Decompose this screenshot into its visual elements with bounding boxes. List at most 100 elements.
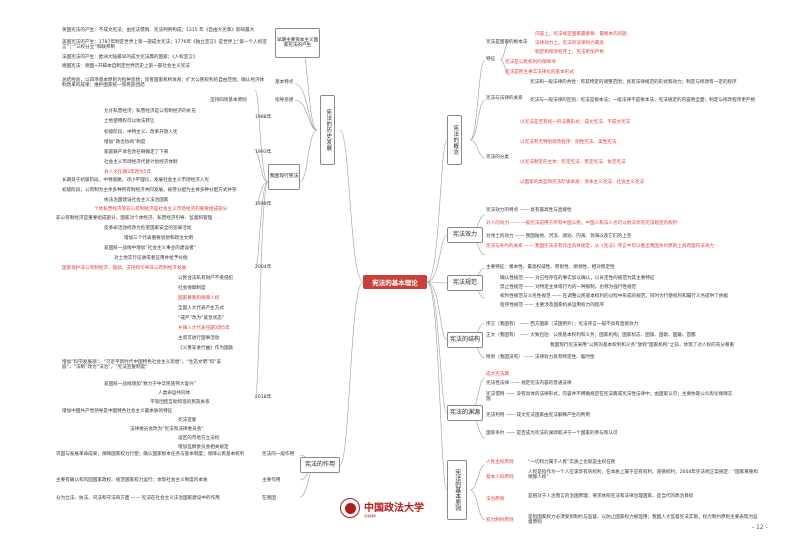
page-number: - 12 -: [752, 524, 768, 531]
branch-sources: 宪法的渊源: [447, 405, 483, 421]
role-text: 主要有确认和巩固国家政权、规范国家权力运行；体现社会主义制度的本质: [56, 478, 208, 483]
year-2018: 2018年: [255, 395, 272, 400]
center-topic: 宪法的基本理论: [363, 275, 427, 289]
classification-item: 以宪法是否有统一的法典形式：成文宪法、不成文宪法: [520, 120, 631, 125]
principle-label: 法治原则: [486, 497, 505, 502]
law-relation-item: 宪法和一般法律的共性：有其特定的调整范围；具有法律规范的形式和效力；制定与修改有…: [530, 80, 737, 85]
role-text: 分为立法、执法、司法和守法四方面 —— 宪法在社会主义法治国家建设中的作用: [56, 496, 220, 501]
amendment-2004-item: 全国人大代表产生方式: [178, 306, 224, 311]
history-item: 英国宪法的产生：不成文宪法；由宪法惯例、宪法判例构成；1215 年《自由大宪章》…: [62, 28, 255, 33]
feature-item: 宪法是民主事实法律化的基本形式: [505, 70, 574, 75]
features-label: 基本特点: [275, 80, 294, 85]
university-logo: 中国政法大学 法考辅导: [340, 498, 424, 518]
law-relation-label: 宪法与法律的关系: [486, 96, 523, 101]
principle-text: “一切权力属于人民”实质上也就是主权在民: [528, 460, 616, 465]
principle-label: 人民主权原则: [486, 460, 514, 465]
amendment-2018-item: 增加中国共产党领导是中国特色社会主义最本质的特征: [62, 409, 173, 414]
principle-label: 基本人权原则: [486, 475, 514, 480]
amendment-2018-item: 平等团结互助和谐的民族关系: [150, 400, 210, 405]
effect-item: 对领土的效力 —— 我国陆地、河流、湖泊、内海、领海以及它们的上空: [486, 234, 632, 239]
amendment-1999-item: 反革命活动修改为危害国家安全的犯罪活动: [104, 226, 192, 231]
amendment-1999-item: 个体私营经济等非公有制经济是社会主义市场经济的重要组成部分: [94, 207, 228, 212]
amendment-2004-item: 主席可进行国事活动: [178, 336, 220, 341]
history-item: 法国宪法的产生：欧洲大陆最早的成文宪法典的国家；《人权宣言》: [62, 55, 198, 60]
amendment-1993-item: 增加“政治协商”制度: [104, 140, 146, 145]
principle-text: 是指国家权力必须受到制约与监督，以防止国家权力被滥用；我国人大监督宪法实施，权力…: [528, 515, 758, 526]
amendment-1999-item: 依法治国建设社会主义法治国家: [104, 198, 169, 203]
features-text: 总结经验，以四项基本原则为指导思想；贸善国家机构体系；扩大公民权利的自由范围；确…: [62, 78, 265, 89]
amendment-2018-item: 宪法宣誓: [178, 418, 197, 423]
year-1999: 1999年: [255, 202, 272, 207]
sources-item: 宪法判例 —— 成文宪法国家由宪法解释产生的判例: [486, 413, 590, 418]
classification-item: 以国家的类型和宪法阶级本质：资本主义宪法、社会主义宪法: [520, 180, 645, 185]
amendment-2018-item: 设区的市地方立法权: [178, 436, 220, 441]
effect-item: 宪法效力的特点 —— 具有最高性与直接性: [486, 208, 572, 213]
logo-name: 中国政法大学: [364, 502, 424, 514]
amendment-2004-item: 爱国统一战线中增加“社会主义事业的建设者”: [104, 246, 197, 251]
amendment-2004-item: 社会保障制度: [178, 286, 206, 291]
amendment-2018-item: 爱国统一战线增加“致力于中华民族伟大复兴”: [104, 382, 197, 387]
seal-icon: [340, 498, 360, 518]
classification-item: 以宪法有无特别修改程序：刚性宪法、柔性宪法: [520, 140, 617, 145]
branch-principles: 宪法的基本原则: [447, 460, 467, 520]
amendment-1988-item: 土地使用权可以依法转让: [104, 119, 155, 124]
ideology-label: 指导思想: [275, 98, 294, 103]
amendment-1999-item: 初级阶段，公有制为主体多种所有制经济共同发展，按劳分配为主体多种分配方式并存: [62, 188, 237, 193]
amendment-2004-item: 国家尊重和保障人权: [178, 296, 220, 301]
feature-item: 内容上，宪法规定国家最重要、最根本的问题: [535, 32, 627, 37]
amendment-2018-item: 法律委员会改为“宪法和法律委员会”: [130, 427, 204, 432]
classification-item: 以宪法制定的主体：钦定宪法、民定宪法、协定宪法: [520, 160, 626, 165]
amendment-2004-item: 《义勇军进行曲》作为国歌: [178, 346, 234, 351]
branch-concept: 宪法的概念: [447, 115, 462, 165]
concept-sub: 宪法是国家的根本法: [486, 40, 528, 45]
principle-label: 权力制约原则: [486, 518, 514, 523]
amendment-2018-item: 增加监察委员会相关规定: [178, 445, 229, 450]
amendment-1988-item: 允许私营经济；私营经济是公有制经济的补充: [104, 109, 196, 114]
amendment-1999-item: 非公有制经济是重要组成部分，国家对个体经济、私营经济引导、监督和管理: [56, 216, 213, 221]
amendment-1993-item: 家庭联产承包责任制确定了下来: [104, 150, 169, 155]
feature-item: 制定和修改程序上，宪法更加严格: [535, 50, 604, 55]
year-1993: 1993年: [255, 150, 272, 155]
role-text: 巩固与发展革命成果，保障国家权力行使；确认国家根本任务与基本制度；保障公民基本权…: [56, 452, 245, 457]
norms-item: 禁止性规范 —— 对特定主体或行为的一种限制，也称为强行性规范: [500, 285, 637, 290]
classification-label: 宪法的分类: [486, 155, 509, 160]
norms-item: 程序性规范 —— 主要涉及国家机关运用权力的程序: [500, 303, 604, 308]
role-label: 宪法的一般作用: [262, 452, 295, 457]
amendment-2004-item: 对土地实行征收或者征用并给予补偿: [114, 256, 188, 261]
branch-structure: 宪法的结构: [447, 332, 483, 348]
year-1988: 1988年: [255, 115, 272, 120]
amendment-2004-item: 国家保护非公有制经济，鼓励、支持和引导非公有制经济发展: [62, 266, 187, 271]
amendment-2004-item: 增加三个代表重要思想和政治文明: [124, 236, 193, 241]
early-constitutions-box: 早期主要资本主义国家宪法的产生: [275, 28, 320, 58]
feature-item: 法律效力上，宪法的法律效力最高: [535, 41, 604, 46]
logo-sub: 法考辅导: [364, 513, 377, 518]
branch-history: 宪法的历史发展: [320, 95, 335, 165]
branch-norms: 宪法规范: [447, 275, 483, 291]
structure-item: 我国现行宪法采用“公民的基本权利和义务”放到“国家机构”之前，体现了对人权的充分…: [550, 343, 735, 348]
ideology-text: 坚持四项基本原则: [210, 98, 247, 103]
law-relation-item: 宪法与一般法律的区别：宪法是根本法；一般法律不是根本法，宪法规定的内容更全面；制…: [530, 98, 756, 103]
amendment-2004-item: “戒严”改为“紧急状态”: [178, 316, 225, 321]
history-item: 德国宪法：德国+开辟本自制定世界历史上第一部社会主义宪法: [62, 64, 190, 69]
history-item: 美国宪法的产生：1787年制定世界上第一部成文宪法；1776年《独立宣言》是世界…: [62, 40, 267, 51]
sources-item: 国际条约 —— 是否成为宪法的渊源取决于一个国家的参与和认可: [486, 431, 618, 436]
current-constitution-box: 我国现行宪法: [268, 164, 300, 190]
feature-item: 宪法是公民权利的保障书: [505, 60, 556, 65]
branch-effect: 宪法效力: [447, 227, 483, 243]
norms-item: 确认性规范 —— 对已经存在的事实加以确认，以肯定性的规范为其主要特征: [500, 276, 655, 281]
principle-text: 人权是指作为一个人应该享有的权利；在本质上属于应有权利、道德权利；2004年宪法…: [528, 470, 758, 481]
effect-item: 对人的效力 —— 一般宪法适用于所有中国公民；中国人和法人也可以依法享有宪法规定…: [486, 221, 678, 226]
role-label: 主要作用: [262, 478, 281, 483]
amendment-2018-item: 人类命运共同体: [158, 391, 191, 396]
amendment-1993-item: 社会主义市场经济代替计划经济体制: [104, 160, 178, 165]
amendment-2004-item: 公民合法私有财产不受侵犯: [178, 276, 234, 281]
norms-item: 主要特征：根本性、最高权威性、原则性、纲领性、相对稳定性: [486, 265, 615, 270]
amendment-2018-item: 增加“科学发展观”、“习近平新时代中国特色社会主义思想”，“生态文明”和“美丽”…: [62, 360, 222, 371]
year-2004: 2004年: [255, 265, 272, 270]
amendment-1999-item: 长期处于初级阶段，中特道路，邓小平理论，发展社会主义市场经济入宪: [62, 178, 210, 183]
role-label: 在我国: [262, 496, 276, 501]
structure-item: 附则（我国没有） —— 法律效力具有特定性、临时性: [486, 355, 595, 360]
amendment-1993-item: 县人大任期3年改为5年: [104, 170, 152, 175]
principle-text: 是相对于人治而言的治国原理；要求依照宪法和法律治理国家，是当代的政治目标: [528, 494, 694, 499]
